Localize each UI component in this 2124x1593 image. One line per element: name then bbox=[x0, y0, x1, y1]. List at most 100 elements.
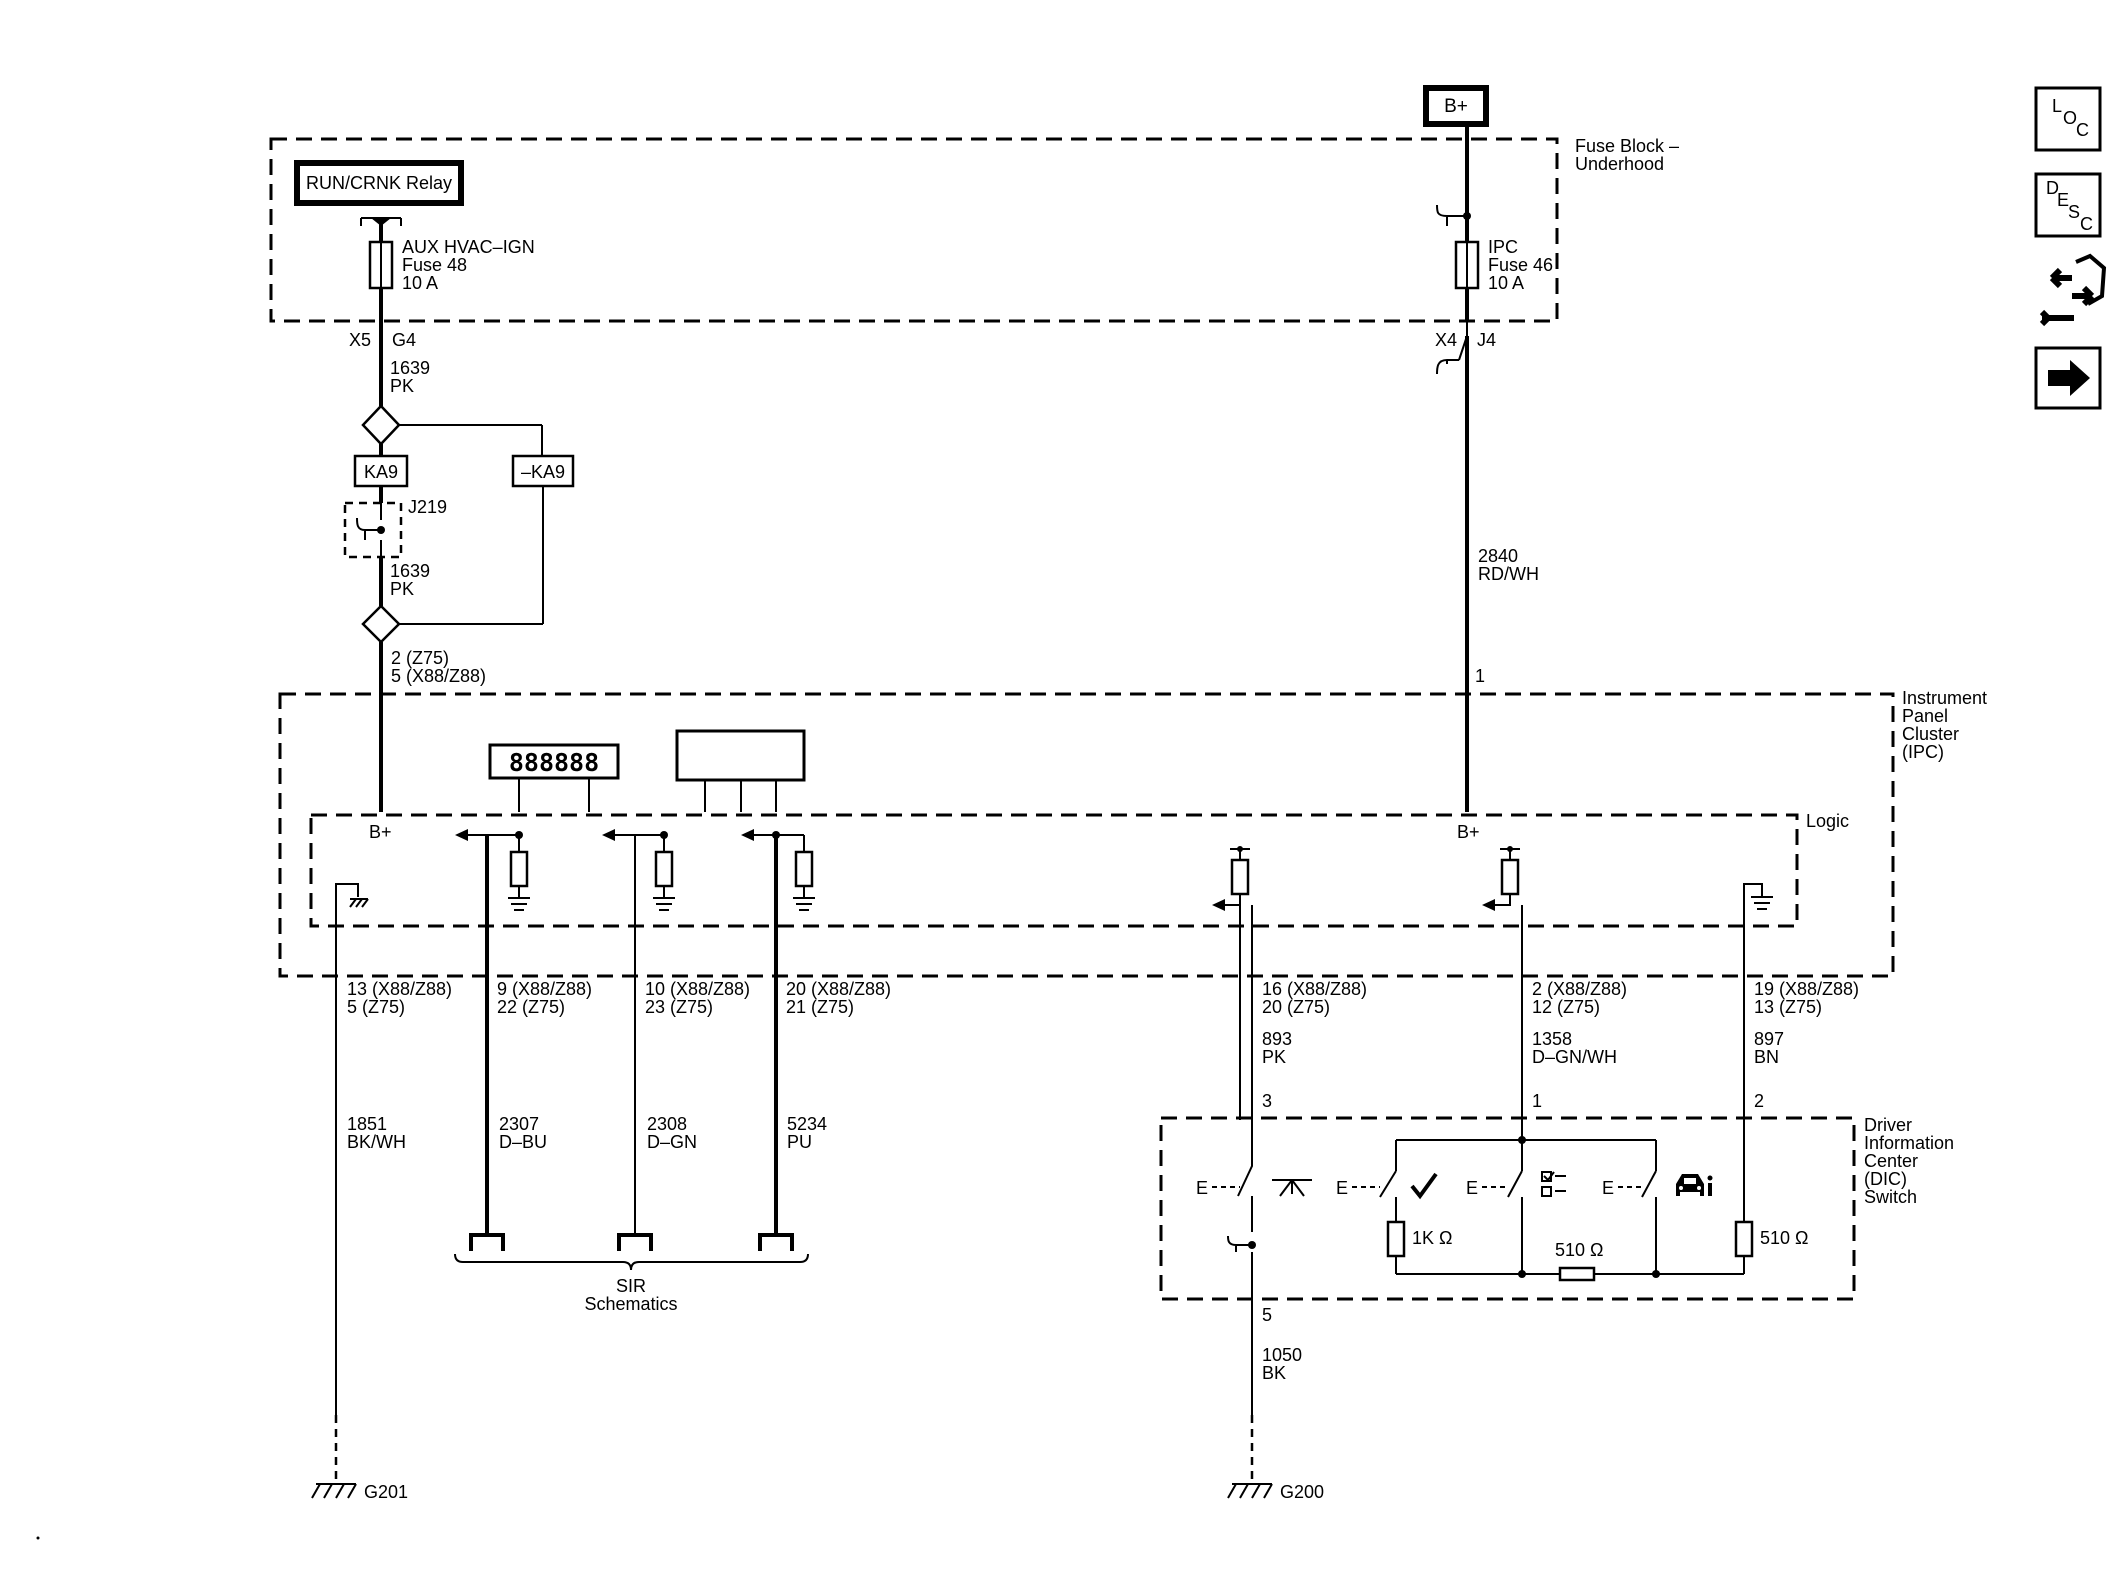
dic-pin-2: 2 bbox=[1754, 1091, 1764, 1111]
sir-label-1: SIR bbox=[616, 1276, 646, 1296]
ipc-title-2: Panel bbox=[1902, 706, 1948, 726]
pins-below-ipc: 13 (X88/Z88) 5 (Z75) 9 (X88/Z88) 22 (Z75… bbox=[347, 979, 1859, 1017]
dic-switch-2-e: E bbox=[1336, 1178, 1348, 1198]
odometer-display: 888888 bbox=[488, 743, 620, 812]
fuse-48 bbox=[368, 240, 394, 290]
pin-10-line1: 10 (X88/Z88) bbox=[645, 979, 750, 999]
splice-j219-label: J219 bbox=[408, 497, 447, 517]
arrow-right-icon bbox=[2048, 360, 2090, 396]
dic-vehicle-info-icon bbox=[1676, 1174, 1713, 1196]
dic-title-2: Information bbox=[1864, 1133, 1954, 1153]
ipc-output-2308 bbox=[602, 829, 675, 911]
wire-2840-circuit: 2840 bbox=[1478, 546, 1518, 566]
option-diamond-lower bbox=[361, 604, 401, 644]
ipc-title-3: Cluster bbox=[1902, 724, 1959, 744]
ground-g201: G201 bbox=[311, 1482, 408, 1502]
wire-1851-color: BK/WH bbox=[347, 1132, 406, 1152]
ipc-bplus-pin-line1: 2 (Z75) bbox=[391, 648, 449, 668]
fuse-46-line3: 10 A bbox=[1488, 273, 1524, 293]
dic-set-icon bbox=[1272, 1179, 1312, 1197]
connector-pin-g4: G4 bbox=[392, 330, 416, 350]
ipc-bplus-left: B+ bbox=[369, 822, 392, 842]
ipc-input-1358 bbox=[1482, 846, 1520, 911]
wire-2307-circuit: 2307 bbox=[499, 1114, 539, 1134]
ipc-title-1: Instrument bbox=[1902, 688, 1987, 708]
wire-2308-circuit: 2308 bbox=[647, 1114, 687, 1134]
dic-switch-3-e: E bbox=[1466, 1178, 1478, 1198]
loc-letter-l: L bbox=[2052, 96, 2062, 116]
option-diamond-upper bbox=[361, 404, 401, 446]
wire-1358-circuit: 1358 bbox=[1532, 1029, 1572, 1049]
dic-title-3: Center bbox=[1864, 1151, 1918, 1171]
wire-893-circuit: 893 bbox=[1262, 1029, 1292, 1049]
dic-title-1: Driver bbox=[1864, 1115, 1912, 1135]
desc-letter-e: E bbox=[2057, 190, 2069, 210]
loc-letter-c: C bbox=[2076, 120, 2089, 140]
dic-menu-icon bbox=[1541, 1171, 1566, 1197]
wrench-icon bbox=[2039, 309, 2074, 327]
ground-g200-label: G200 bbox=[1280, 1482, 1324, 1502]
dic-switch-4-e: E bbox=[1602, 1178, 1614, 1198]
wire-1050-circuit: 1050 bbox=[1262, 1345, 1302, 1365]
dic-switch: Driver Information Center (DIC) Switch 3… bbox=[1159, 1091, 1954, 1325]
lower-wire-labels: 1851 BK/WH 2307 D–BU 2308 D–GN 5234 PU 8… bbox=[347, 1029, 1784, 1383]
splice-j219 bbox=[343, 501, 403, 559]
dic-res-510-b: 510 Ω bbox=[1760, 1228, 1809, 1248]
fuse-46 bbox=[1454, 240, 1480, 290]
wire-1358-color: D–GN/WH bbox=[1532, 1047, 1617, 1067]
connector-arrows-icon bbox=[2049, 267, 2095, 307]
dic-res-1k: 1K Ω bbox=[1412, 1228, 1452, 1248]
pin-2-line1: 2 (X88/Z88) bbox=[1532, 979, 1627, 999]
pin-16-line2: 20 (Z75) bbox=[1262, 997, 1330, 1017]
sir-connectors: SIR Schematics bbox=[454, 1233, 809, 1314]
dic-title-4: (DIC) bbox=[1864, 1169, 1907, 1189]
ipc-ground-897 bbox=[1743, 883, 1773, 926]
wire-1050-color: BK bbox=[1262, 1363, 1286, 1383]
dic-switch-1-e: E bbox=[1196, 1178, 1208, 1198]
wire-1639-circuit-top: 1639 bbox=[390, 358, 430, 378]
wire-2307-color: D–BU bbox=[499, 1132, 547, 1152]
wire-897-circuit: 897 bbox=[1754, 1029, 1784, 1049]
pin-13-line1: 13 (X88/Z88) bbox=[347, 979, 452, 999]
wire-5234-circuit: 5234 bbox=[787, 1114, 827, 1134]
fuse-48-line3: 10 A bbox=[402, 273, 438, 293]
diagnostic-button[interactable] bbox=[2039, 253, 2107, 327]
ipc-title-4: (IPC) bbox=[1902, 742, 1944, 762]
wire-5234-color: PU bbox=[787, 1132, 812, 1152]
next-page-button[interactable] bbox=[2034, 346, 2102, 410]
indicator-display bbox=[675, 729, 806, 812]
location-button[interactable]: L O C bbox=[2034, 86, 2102, 152]
option-not-ka9-label: –KA9 bbox=[521, 462, 565, 482]
ipc-logic-label: Logic bbox=[1806, 811, 1849, 831]
wire-2840-color: RD/WH bbox=[1478, 564, 1539, 584]
pin-20-line1: 20 (X88/Z88) bbox=[786, 979, 891, 999]
ipc-pin-1: 1 bbox=[1475, 666, 1485, 686]
wire-893-color: PK bbox=[1262, 1047, 1286, 1067]
run-crnk-relay-label: RUN/CRNK Relay bbox=[306, 173, 452, 193]
description-button[interactable]: D E S C bbox=[2034, 172, 2102, 238]
fuse-block-underhood: Fuse Block – Underhood RUN/CRNK Relay AU… bbox=[269, 124, 1679, 323]
connector-pin-j4: J4 bbox=[1477, 330, 1496, 350]
fuse-48-line1: AUX HVAC–IGN bbox=[402, 237, 535, 257]
pin-9-line2: 22 (Z75) bbox=[497, 997, 565, 1017]
wire-1639-color-mid: PK bbox=[390, 579, 414, 599]
dic-check-icon bbox=[1410, 1172, 1438, 1200]
option-ka9: KA9 bbox=[353, 454, 409, 488]
pin-19-line2: 13 (Z75) bbox=[1754, 997, 1822, 1017]
wire-897-color: BN bbox=[1754, 1047, 1779, 1067]
desc-letter-s: S bbox=[2068, 202, 2080, 222]
option-not-ka9: –KA9 bbox=[511, 454, 575, 488]
ipc-bplus-right: B+ bbox=[1457, 822, 1480, 842]
connector-x5: X5 bbox=[349, 330, 371, 350]
instrument-panel-cluster: Instrument Panel Cluster (IPC) Logic B+ … bbox=[278, 688, 1987, 978]
wire-1639-color-top: PK bbox=[390, 376, 414, 396]
wire-1639-circuit-mid: 1639 bbox=[390, 561, 430, 581]
ipc-input-893 bbox=[1212, 846, 1250, 911]
pin-16-line1: 16 (X88/Z88) bbox=[1262, 979, 1367, 999]
dic-res-510-a: 510 Ω bbox=[1555, 1240, 1604, 1260]
desc-letter-c: C bbox=[2080, 214, 2093, 234]
wire-1851-circuit: 1851 bbox=[347, 1114, 387, 1134]
fuse-46-line2: Fuse 46 bbox=[1488, 255, 1553, 275]
pin-9-line1: 9 (X88/Z88) bbox=[497, 979, 592, 999]
